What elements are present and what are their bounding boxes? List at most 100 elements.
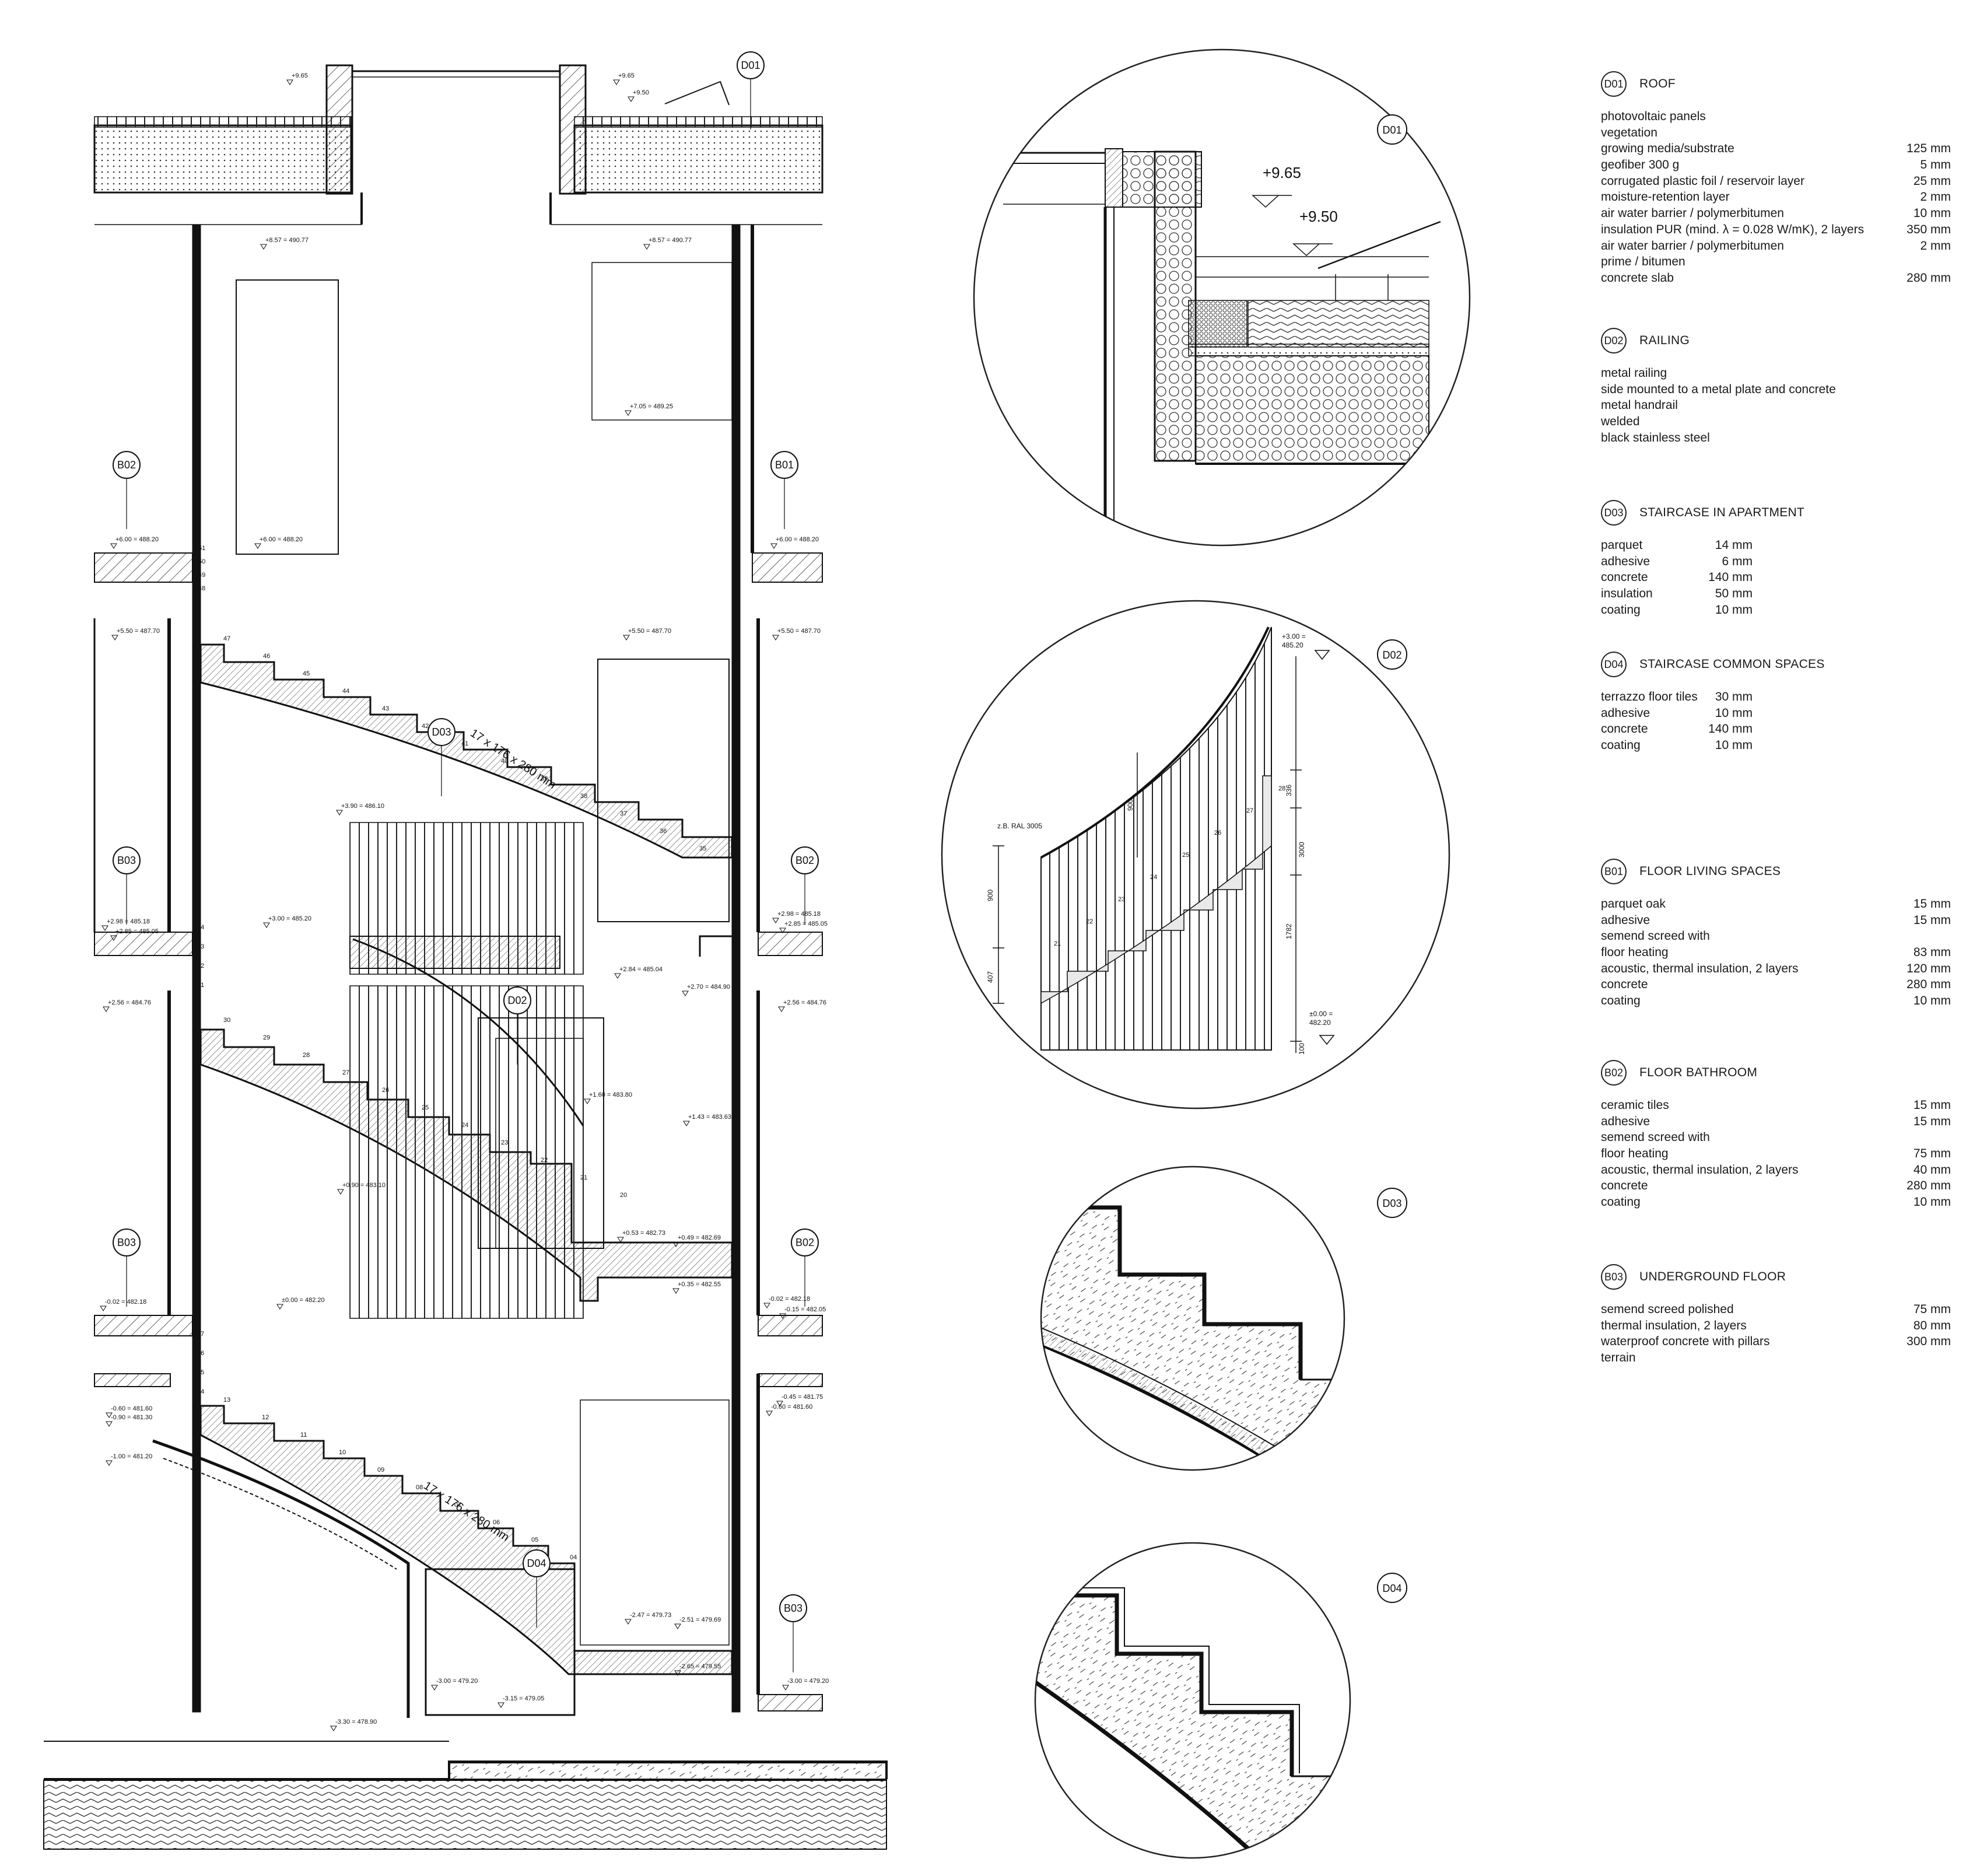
layer-thickness: 83 mm <box>1913 946 1951 960</box>
layer-name: air water barrier / polymerbitumen <box>1601 206 1784 220</box>
level-marker-bot-left <box>431 1685 438 1690</box>
d02-dim-407: 407 <box>986 971 994 983</box>
step-number: 50 <box>198 558 205 565</box>
layer-name: moisture-retention layer <box>1601 190 1730 204</box>
layer-thickness <box>1881 1350 1951 1366</box>
d02-dim-900-rail: 900 <box>1126 799 1134 811</box>
legend-row: acoustic, thermal insulation, 2 layers 12… <box>1601 961 1951 977</box>
level-tag-landing-b: +2.70 = 484.90 <box>687 984 730 991</box>
level-marker-bot-right <box>782 1685 789 1690</box>
level-marker-bot-b <box>674 1623 681 1629</box>
step-number: 46 <box>263 653 270 660</box>
layer-name: adhesive <box>1601 1114 1650 1128</box>
floor-slab-0-left <box>94 1315 193 1336</box>
level-marker-b-right-a <box>776 1401 783 1406</box>
d02-step-number: 22 <box>1086 918 1093 925</box>
layer-thickness: 10 mm <box>1715 706 1753 720</box>
layer-thickness: 5 mm <box>1920 158 1951 172</box>
section-tag-d02: D02 <box>507 995 527 1006</box>
layer-thickness: 125 mm <box>1907 142 1951 156</box>
level-tag-base: -3.30 = 478.90 <box>335 1718 377 1726</box>
layer-name: acoustic, thermal insulation, 2 layers <box>1601 961 1799 975</box>
step-number: 23 <box>501 1139 508 1146</box>
bottom-slab-right <box>758 1694 823 1712</box>
section-tag-b02-left: B02 <box>117 459 136 471</box>
d04-terrazzo <box>1035 1593 1294 1776</box>
layer-thickness: 140 mm <box>1708 570 1753 584</box>
layer-name: floor heating <box>1601 946 1669 960</box>
section-tag-b02-right-mid: B02 <box>795 855 814 866</box>
section-tag-b03-left-low: B03 <box>117 1237 136 1248</box>
level-marker-b-left-b <box>106 1421 113 1427</box>
d02-bottom-level-a: ±0.00 = <box>1309 1010 1333 1018</box>
legend-title: STAIRCASE IN APARTMENT <box>1639 506 1805 519</box>
d01-roof-insulation <box>1195 355 1429 464</box>
section-tag-d01: D01 <box>741 60 760 71</box>
step-number: 36 <box>660 828 667 835</box>
d01-skylight-frame <box>1105 148 1123 208</box>
level-tag-d02-top: +1.60 = 483.80 <box>589 1091 632 1098</box>
level-marker-land0-a <box>617 1237 624 1242</box>
level-marker-fl2-left <box>110 543 117 549</box>
level-tag-b-right-b: -0.60 = 481.60 <box>771 1404 812 1410</box>
d02-top-level-b: 485.20 <box>1282 641 1303 649</box>
level-marker-d02-top <box>584 1098 591 1104</box>
section-tag-b02-right-low: B02 <box>795 1237 814 1248</box>
layer-name: metal railing <box>1601 366 1667 380</box>
d02-ral-note: z.B. RAL 3005 <box>997 822 1042 830</box>
layer-thickness: 14 mm <box>1715 538 1753 552</box>
level-marker-gf-left <box>100 1306 107 1311</box>
step-number: 40 <box>501 758 508 765</box>
layer-thickness: 10 mm <box>1913 1195 1951 1209</box>
level-marker-c1-right <box>778 1006 785 1012</box>
legend-row: air water barrier / polymerbitumen 10 mm <box>1601 205 1951 222</box>
level-tag-d02-right: +1.43 = 483.63 <box>688 1114 731 1121</box>
legend-row: semend screed with <box>1601 1129 1951 1146</box>
layer-name: concrete <box>1601 570 1648 584</box>
detail-d04: D04 <box>1034 1542 1407 1859</box>
detail-d02: +3.00 = 485.20 ±0.00 = 482.20 z.B. RAL 3… <box>941 600 1450 1110</box>
d01-pv-panel <box>1317 220 1441 270</box>
layer-thickness <box>1881 254 1951 270</box>
door-lower-right <box>597 659 730 922</box>
layer-name: insulation <box>1601 587 1653 601</box>
level-marker-gf-right-a <box>763 1303 770 1308</box>
layer-thickness: 120 mm <box>1907 961 1951 975</box>
section-tag-b01-right: B01 <box>775 459 794 471</box>
step-number: 09 <box>377 1466 384 1474</box>
step-number: 26 <box>382 1087 389 1094</box>
layer-thickness: 350 mm <box>1907 222 1951 236</box>
building-section <box>43 64 888 1850</box>
level-tag-ceil-left: +8.57 = 490.77 <box>265 237 309 244</box>
layer-thickness <box>1881 928 1951 944</box>
level-marker-c1-left <box>103 1006 110 1012</box>
step-number: 47 <box>223 635 230 642</box>
layer-thickness <box>1881 125 1951 141</box>
layer-name: concrete <box>1601 1179 1648 1193</box>
d03-tag: D03 <box>1382 1198 1401 1209</box>
layer-thickness <box>1881 414 1951 430</box>
level-tag-bot-right: -3.00 = 479.20 <box>787 1678 829 1685</box>
d01-tag-bubble <box>1377 114 1407 145</box>
step-number: 06 <box>493 1519 500 1526</box>
layer-thickness: 10 mm <box>1913 206 1951 220</box>
level-marker-fl1-right-a <box>772 918 779 923</box>
level-marker-landing-a <box>614 973 621 979</box>
level-marker-ceil-left <box>260 244 267 250</box>
level-marker-rail-top <box>336 810 343 816</box>
level-marker-b-left-c <box>106 1460 113 1466</box>
layer-name: coating <box>1601 1195 1641 1209</box>
d02-stairs <box>1040 775 1272 1005</box>
floor-slab-1-left <box>94 932 193 956</box>
step-number: 39 <box>541 775 548 782</box>
railing-panel-middle <box>349 985 584 1319</box>
